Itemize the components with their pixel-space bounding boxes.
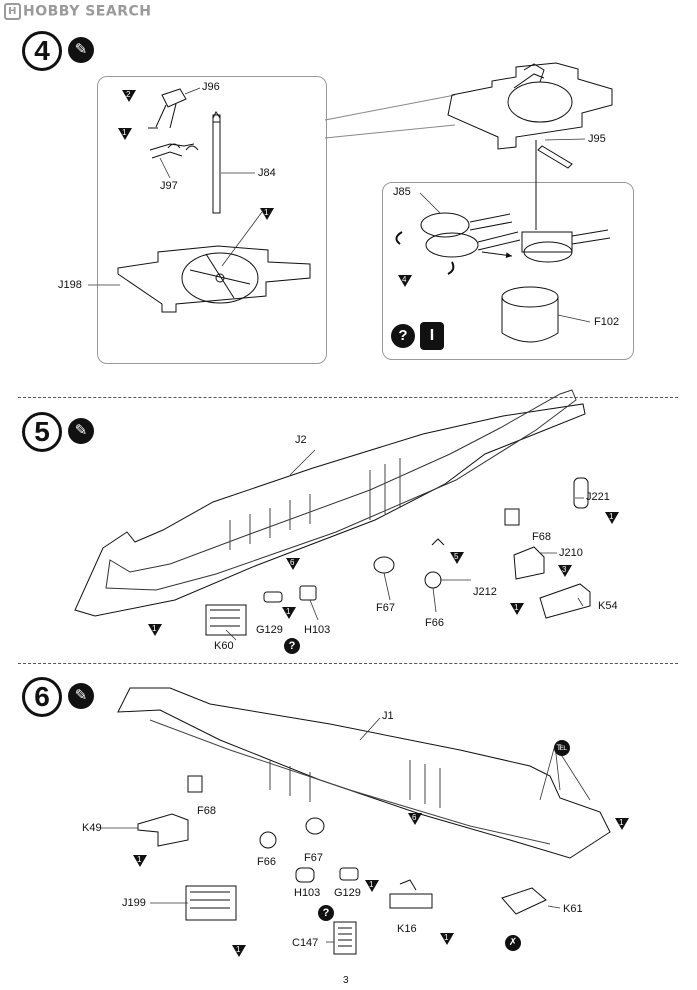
marker-triangle-icon xyxy=(615,818,629,830)
step-number-5: 5 xyxy=(22,412,62,452)
marker-number: 1 xyxy=(619,818,624,827)
marker-number: 1 xyxy=(369,880,374,889)
marker-triangle-icon xyxy=(398,275,412,287)
marker-number: 1 xyxy=(152,624,157,633)
marker-number: 1 xyxy=(609,512,614,521)
step-number-4: 4 xyxy=(22,31,62,71)
drill-icon: ℡ xyxy=(554,740,570,756)
part-label-c147: C147 xyxy=(292,937,319,949)
marker-number: 3 xyxy=(562,565,567,574)
marker-number: 4 xyxy=(402,275,407,284)
part-label-g129: G129 xyxy=(334,887,361,899)
part-label-j210: J210 xyxy=(559,547,583,559)
marker-triangle-icon xyxy=(232,945,246,957)
marker-number: 6 xyxy=(412,813,417,822)
marker-number: 1 xyxy=(137,855,142,864)
marker-triangle-icon xyxy=(450,552,464,564)
part-label-k60: K60 xyxy=(214,640,234,652)
step4-detail-panel-left xyxy=(97,76,327,364)
marker-triangle-icon xyxy=(148,624,162,636)
marker-triangle-icon xyxy=(605,512,619,524)
part-label-j2: J2 xyxy=(295,434,307,446)
marker-triangle-icon xyxy=(440,933,454,945)
marker-triangle-icon xyxy=(118,128,132,140)
question-icon: ? xyxy=(284,638,300,654)
part-label-g129: G129 xyxy=(256,624,283,636)
part-label-h103: H103 xyxy=(304,624,331,636)
part-label-j199: J199 xyxy=(122,897,146,909)
marker-triangle-icon xyxy=(286,558,300,570)
question-icon: ? xyxy=(391,324,415,348)
marker-triangle-icon xyxy=(558,565,572,577)
watermark-logo-icon: H xyxy=(4,3,21,20)
marker-number: 1 xyxy=(286,607,291,616)
section-divider xyxy=(18,397,678,398)
marker-triangle-icon xyxy=(408,813,422,825)
marker-number: 1 xyxy=(264,208,269,217)
part-label-j221: J221 xyxy=(586,491,610,503)
marker-number: 1 xyxy=(514,603,519,612)
part-label-f68: F68 xyxy=(532,531,551,543)
part-label-k54: K54 xyxy=(598,600,618,612)
part-label-j84: J84 xyxy=(258,167,276,179)
part-label-j198: J198 xyxy=(58,279,82,291)
marker-triangle-icon xyxy=(282,607,296,619)
marker-number: 6 xyxy=(290,558,295,567)
part-label-h103: H103 xyxy=(294,887,321,899)
part-label-j97: J97 xyxy=(160,180,178,192)
part-label-j95: J95 xyxy=(588,133,606,145)
marker-triangle-icon xyxy=(365,880,379,892)
marker-number: 2 xyxy=(126,90,131,99)
page-number: 3 xyxy=(343,975,349,986)
glue-icon: ✎ xyxy=(68,418,94,444)
marker-triangle-icon xyxy=(133,855,147,867)
glue-icon: ✎ xyxy=(68,37,94,63)
marker-number: 1 xyxy=(236,945,241,954)
info-icon: I xyxy=(420,322,444,350)
marker-number: 1 xyxy=(444,933,449,942)
marker-number: 1 xyxy=(122,128,127,137)
marker-triangle-icon xyxy=(510,603,524,615)
part-label-k16: K16 xyxy=(397,923,417,935)
step-number-6: 6 xyxy=(22,677,62,717)
part-label-k49: K49 xyxy=(82,822,102,834)
no-glue-icon: ✗ xyxy=(505,935,521,951)
marker-triangle-icon xyxy=(122,90,136,102)
part-label-f67: F67 xyxy=(304,852,323,864)
marker-triangle-icon xyxy=(260,208,274,220)
question-icon: ? xyxy=(318,905,334,921)
part-label-f102: F102 xyxy=(594,316,620,328)
part-label-j96: J96 xyxy=(202,81,220,93)
part-label-j85: J85 xyxy=(393,186,411,198)
part-label-f68: F68 xyxy=(197,805,216,817)
glue-icon: ✎ xyxy=(68,683,94,709)
marker-number: 5 xyxy=(454,552,459,561)
part-label-j212: J212 xyxy=(473,586,497,598)
part-label-f66: F66 xyxy=(257,856,276,868)
part-label-k61: K61 xyxy=(563,903,583,915)
section-divider xyxy=(18,663,678,664)
part-label-j1: J1 xyxy=(382,710,394,722)
part-label-f67: F67 xyxy=(376,602,395,614)
part-label-f66: F66 xyxy=(425,617,444,629)
